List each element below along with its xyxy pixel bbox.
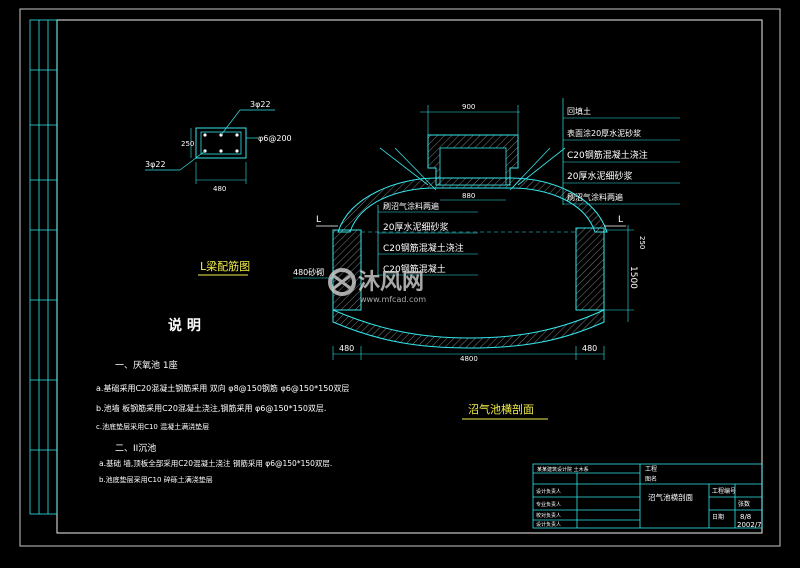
beam-detail-title: L梁配筋图 (200, 259, 250, 273)
section-1-title: 一、厌氧池 1座 (115, 359, 178, 371)
notes-block: 说 明 一、厌氧池 1座 a.基础采用C20混凝土钢筋采用 双向 φ8@150钢… (96, 317, 349, 484)
top-width-dim: 900 (462, 103, 475, 111)
right-note: 刷沼气涂料两遍 (567, 192, 623, 202)
note-line-text: c.池底垫层采用C10 混凝土满浇垫层 (96, 422, 209, 431)
beam-outline (195, 127, 247, 159)
drawing-label: 图名 (645, 475, 657, 483)
drawing-name: 沼气池横剖面 (648, 492, 693, 502)
watermark-url: www.mfcad.com (360, 295, 426, 304)
span-dim: 4800 (460, 355, 478, 363)
title-block (532, 463, 763, 529)
grade-line (509, 147, 551, 191)
inner-width-dim: 880 (462, 192, 475, 200)
rebar-dot (235, 133, 239, 137)
leader-line (179, 150, 206, 171)
dome-shell (337, 177, 608, 233)
height-dim-label: 250 (181, 140, 194, 148)
right-note: 回填土 (567, 106, 591, 116)
width-dim-label: 480 (213, 185, 226, 193)
watermark: 沐风网 www.mfcad.com (328, 268, 426, 304)
project-label: 工程 (645, 465, 657, 473)
note-line-text: b.池底垫层采用C10 碎砾土满浇垫层 (99, 475, 213, 484)
beam-stirrup (200, 131, 242, 155)
grade-line (517, 147, 566, 186)
section-title: 沼气池横剖面 (468, 402, 534, 416)
watermark-logo-mark (333, 274, 351, 290)
top-thickness-dim: 250 (638, 236, 646, 249)
bottom-slab (332, 309, 605, 349)
grade-line (379, 147, 429, 186)
rebar-dot (219, 149, 223, 153)
rebar-dot (203, 133, 207, 137)
inner-note: 刷沼气涂料两遍 (383, 201, 439, 211)
sheet-label: 张数 (738, 500, 750, 508)
grade-line (394, 147, 437, 191)
title-block-text: 某某建筑设计院 土木系 工程 图名 沼气池横剖面 设计负责人 专业负责人 校对负… (536, 465, 762, 529)
stirrup-label: φ6@200 (258, 134, 292, 143)
design-no-label: 工程编号 (712, 487, 736, 495)
date-label: 日期 (712, 513, 724, 521)
right-note: 表面涂20厚水泥砂浆 (567, 128, 641, 138)
left-wall-dim: 480 (339, 344, 354, 353)
watermark-logo-icon (328, 268, 356, 296)
note-line-text: a.基础 墙,顶板全部采用C20混凝土浇注 钢筋采用 φ6@150*150双层. (99, 458, 332, 468)
title-block-header: 某某建筑设计院 土木系 (537, 466, 589, 473)
note-line-text: b.池墙 板钢筋采用C20混凝土浇注,钢筋采用 φ6@150*150双层. (96, 403, 326, 413)
inner-note: C20钢筋混凝土 (383, 263, 446, 275)
leader-line (220, 109, 241, 136)
right-note: 20厚水泥细砂浆 (567, 170, 632, 182)
role-label: 设计负责人 (536, 488, 561, 495)
notes-heading: 说 明 (168, 317, 201, 334)
beam-reinforcement-detail: 3φ22 3φ22 φ6@200 250 480 L梁配筋图 (145, 100, 292, 276)
inner-note: C20钢筋混凝土浇注 (383, 242, 464, 254)
role-label: 校对负责人 (536, 512, 561, 519)
bottom-bars-label: 3φ22 (145, 160, 166, 169)
side-height-dim: 1500 (628, 266, 638, 289)
binding-strip (29, 19, 58, 515)
section-mark-right: L (618, 215, 623, 225)
inner-note: 20厚水泥细砂浆 (383, 221, 448, 233)
watermark-brand: 沐风网 (358, 270, 424, 295)
top-bars-label: 3φ22 (250, 100, 271, 109)
rebar-dot (235, 149, 239, 153)
section-mark-left: L (316, 215, 321, 225)
role-label: 设计负责人 (536, 521, 561, 528)
outer-frame (19, 8, 781, 547)
right-note: C20钢筋混凝土浇注 (567, 149, 648, 161)
note-line-text: a.基础采用C20混凝土钢筋采用 双向 φ8@150钢筋 φ6@150*150双… (96, 383, 349, 393)
right-wall (575, 227, 605, 311)
left-wall-note: 480砂砌 (293, 267, 324, 277)
section-2-title: 二、II沉池 (115, 442, 156, 454)
sheet-value: 8/8 (740, 513, 751, 521)
role-label: 专业负责人 (536, 501, 561, 508)
date-value: 2002/7 (737, 521, 762, 529)
right-wall-dim: 480 (582, 344, 597, 353)
